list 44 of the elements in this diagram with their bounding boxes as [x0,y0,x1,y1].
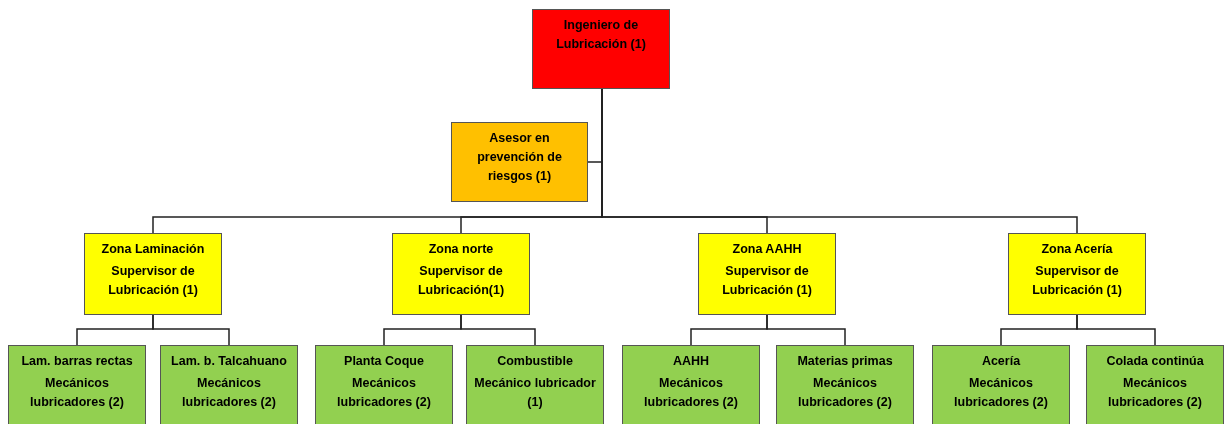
team-box [8,345,146,424]
zone-box [392,233,530,315]
team-box [776,345,914,424]
box-text: Mecánicos lubricadores (2) [29,375,125,411]
zone-box [84,233,222,315]
connector-line [1076,314,1156,346]
box-title: Asesor en prevención de riesgos (1) [476,130,563,185]
box-text: Supervisor de Lubricación (1) [107,263,199,299]
role-box [532,9,670,89]
team-box [160,345,298,424]
box-title: Lam. b. Talcahuano [171,353,287,370]
box-title: Planta Coque [344,353,424,370]
box-text: Mecánicos lubricadores (2) [1107,375,1203,411]
box-title: Acería [981,353,1021,370]
box-text: Mecánicos lubricadores (2) [336,375,432,411]
box-text: Supervisor de Lubricación (1) [1031,263,1123,299]
box-title: Zona AAHH [732,241,802,258]
zone-box [1008,233,1146,315]
box-title: Zona Acería [1041,241,1113,258]
box-title: Zona norte [428,241,494,258]
connector-line [152,314,230,346]
team-box [466,345,604,424]
team-box [622,345,760,424]
box-text: Mecánicos lubricadores (2) [643,375,739,411]
team-box [1086,345,1224,424]
box-text: Supervisor de Lubricación (1) [721,263,813,299]
box-title: Materias primas [797,353,893,370]
role-box [451,122,588,202]
team-box [315,345,453,424]
box-title: AAHH [672,353,710,370]
zone-box [698,233,836,315]
box-text: Mecánicos lubricadores (2) [953,375,1049,411]
box-title: Ingeniero de Lubricación (1) [555,17,647,53]
connector-line [460,314,536,346]
box-text: Supervisor de Lubricación(1) [416,263,506,299]
box-text: Mecánicos lubricadores (2) [181,375,277,411]
box-title: Colada continúa [1106,353,1204,370]
box-title: Lam. barras rectas [21,353,133,370]
team-box [932,345,1070,424]
box-text: Mecánicos lubricadores (2) [797,375,893,411]
box-title: Zona Laminación [101,241,205,258]
box-title: Combustible [497,353,573,370]
box-text: Mecánico lubricador (1) [473,375,597,411]
connector-line [766,314,846,346]
